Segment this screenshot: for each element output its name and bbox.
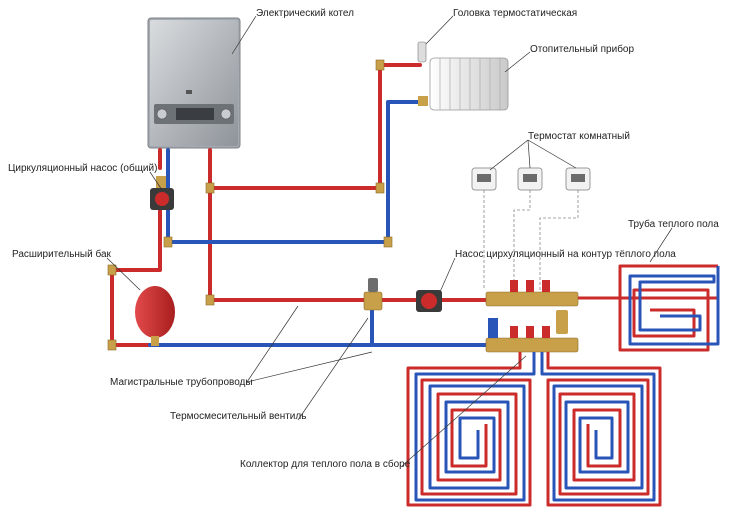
- label-circuit-pump: Насос цирхуляционный на контур тёплого п…: [455, 249, 676, 260]
- label-circ-pump-general: Циркуляционный насос (общий): [8, 163, 158, 174]
- thermo-mixing-valve: [363, 278, 383, 311]
- room-thermostats: [471, 167, 591, 290]
- fittings: [107, 59, 393, 351]
- label-heater: Отопительный прибор: [530, 44, 635, 55]
- floor-loop-left: [406, 352, 536, 507]
- radiator: [417, 41, 509, 111]
- floor-loop-right: [578, 264, 720, 352]
- label-thermo-head: Головка термостатическая: [453, 8, 578, 19]
- label-main-pipes: Магистральные трубопроводы: [110, 377, 253, 388]
- electric-boiler: [147, 17, 241, 149]
- label-floor-pipe: Труба теплого пола: [628, 219, 719, 230]
- label-room-thermostat: Термостат комнатный: [528, 131, 630, 142]
- label-boiler: Электрический котел: [256, 8, 354, 19]
- label-expansion-tank: Расширительный бак: [12, 249, 111, 260]
- floor-loop-middle: [540, 352, 662, 507]
- label-collector: Коллектор для теплого пола в сборе: [240, 459, 411, 470]
- circuit-pump: [416, 290, 442, 312]
- circulation-pump-general: [150, 176, 174, 210]
- label-mixing-valve: Термосмесительный вентиль: [170, 411, 307, 422]
- expansion-tank: [135, 286, 175, 346]
- floor-heating-collector: [485, 280, 579, 353]
- leader-lines: [106, 15, 673, 467]
